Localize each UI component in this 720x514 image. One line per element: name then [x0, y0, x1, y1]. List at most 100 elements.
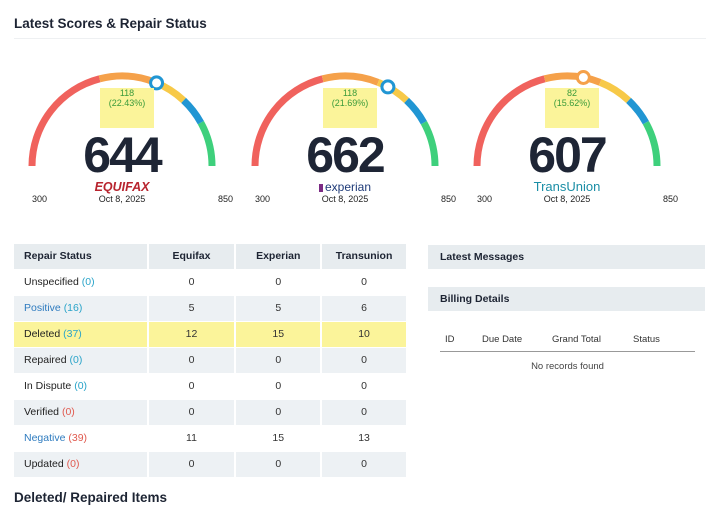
divider	[440, 351, 695, 352]
gauge-arc-segment	[629, 100, 646, 122]
table-row: Positive (16)556	[14, 295, 407, 321]
table-cell: 0	[148, 451, 236, 477]
table-cell: 0	[235, 347, 321, 373]
table-cell: 12	[148, 321, 236, 347]
repair-status-cell: Verified (0)	[14, 399, 148, 425]
table-cell: 15	[235, 321, 321, 347]
table-cell: 13	[321, 425, 407, 451]
section-title-scores: Latest Scores & Repair Status	[14, 16, 207, 31]
score-change-percent: (15.62%)	[545, 98, 599, 108]
table-cell: 0	[148, 347, 236, 373]
repair-status-count: (0)	[70, 354, 83, 366]
table-cell: 0	[148, 399, 236, 425]
repair-status-cell[interactable]: Positive (16)	[14, 295, 148, 321]
table-cell: 0	[148, 269, 236, 295]
divider	[14, 38, 706, 39]
score-marker	[382, 81, 394, 93]
gauge-max: 850	[441, 194, 456, 204]
repair-status-label: Negative	[24, 432, 65, 444]
score-change-percent: (22.43%)	[100, 98, 154, 108]
billing-column-due-date: Due Date	[482, 334, 522, 345]
repair-status-label: Updated	[24, 458, 64, 470]
score-date: Oct 8, 2025	[233, 194, 457, 204]
gauge-experian: 118 (21.69%) 662 experian 300 Oct 8, 202…	[233, 54, 457, 210]
section-title-deleted-repaired: Deleted/ Repaired Items	[14, 490, 167, 505]
score-change-percent: (21.69%)	[323, 98, 377, 108]
column-header: Transunion	[321, 244, 407, 269]
repair-status-label: Deleted	[24, 328, 60, 340]
billing-column-grand-total: Grand Total	[552, 334, 601, 345]
latest-messages-header: Latest Messages	[428, 245, 705, 269]
table-row: Verified (0)000	[14, 399, 407, 425]
repair-status-label: Unspecified	[24, 276, 79, 288]
repair-status-cell: Unspecified (0)	[14, 269, 148, 295]
column-header: Experian	[235, 244, 321, 269]
repair-status-count: (37)	[63, 328, 82, 340]
table-cell: 0	[235, 373, 321, 399]
repair-status-label: Positive	[24, 302, 61, 314]
table-cell: 11	[148, 425, 236, 451]
score-change-badge: 82 (15.62%)	[545, 88, 599, 128]
table-cell: 0	[148, 373, 236, 399]
table-row: Unspecified (0)000	[14, 269, 407, 295]
repair-status-label: Repaired	[24, 354, 67, 366]
repair-status-cell: Deleted (37)	[14, 321, 148, 347]
repair-status-cell[interactable]: Negative (39)	[14, 425, 148, 451]
repair-status-table: Repair Status Equifax Experian Transunio…	[14, 244, 408, 477]
gauge-arc-segment	[323, 76, 379, 82]
table-row: Deleted (37)121510	[14, 321, 407, 347]
table-cell: 0	[321, 347, 407, 373]
repair-status-cell: In Dispute (0)	[14, 373, 148, 399]
score-change-value: 82	[545, 88, 599, 98]
gauge-arc-segment	[100, 76, 156, 82]
empty-state-text: No records found	[440, 361, 695, 372]
gauge-arc-segment	[600, 82, 628, 100]
score-date: Oct 8, 2025	[10, 194, 234, 204]
repair-status-label: In Dispute	[24, 380, 71, 392]
repair-status-count: (0)	[67, 458, 80, 470]
billing-column-status: Status	[633, 334, 660, 345]
table-row: Negative (39)111513	[14, 425, 407, 451]
score-change-badge: 118 (22.43%)	[100, 88, 154, 128]
table-cell: 15	[235, 425, 321, 451]
gauge-arc-segment	[184, 100, 201, 122]
table-cell: 10	[321, 321, 407, 347]
table-cell: 5	[235, 295, 321, 321]
table-cell: 0	[321, 451, 407, 477]
repair-status-count: (39)	[68, 432, 87, 444]
table-cell: 0	[235, 451, 321, 477]
table-header-row: Repair Status Equifax Experian Transunio…	[14, 244, 407, 269]
column-header: Equifax	[148, 244, 236, 269]
repair-status-cell: Repaired (0)	[14, 347, 148, 373]
gauge-arc-segment	[407, 100, 424, 122]
score-change-value: 118	[100, 88, 154, 98]
billing-details-header: Billing Details	[428, 287, 705, 311]
table-cell: 0	[321, 399, 407, 425]
table-row: Updated (0)000	[14, 451, 407, 477]
table-cell: 0	[321, 373, 407, 399]
credit-score: 644	[10, 130, 234, 180]
gauge-equifax: 118 (22.43%) 644 EQUIFAX 300 Oct 8, 2025…	[10, 54, 234, 210]
repair-status-count: (0)	[62, 406, 75, 418]
table-cell: 5	[148, 295, 236, 321]
gauge-transunion: 82 (15.62%) 607 TransUnion 300 Oct 8, 20…	[455, 54, 679, 210]
score-change-badge: 118 (21.69%)	[323, 88, 377, 128]
gauge-max: 850	[218, 194, 233, 204]
credit-score: 662	[233, 130, 457, 180]
gauge-arc-segment	[545, 76, 601, 82]
repair-status-label: Verified	[24, 406, 59, 418]
repair-status-cell: Updated (0)	[14, 451, 148, 477]
score-change-value: 118	[323, 88, 377, 98]
table-cell: 0	[235, 399, 321, 425]
table-cell: 0	[321, 269, 407, 295]
table-cell: 6	[321, 295, 407, 321]
gauge-max: 850	[663, 194, 678, 204]
score-marker	[577, 71, 589, 83]
credit-score: 607	[455, 130, 679, 180]
table-row: In Dispute (0)000	[14, 373, 407, 399]
column-header: Repair Status	[14, 244, 148, 269]
table-row: Repaired (0)000	[14, 347, 407, 373]
score-date: Oct 8, 2025	[455, 194, 679, 204]
repair-status-count: (16)	[64, 302, 83, 314]
table-cell: 0	[235, 269, 321, 295]
